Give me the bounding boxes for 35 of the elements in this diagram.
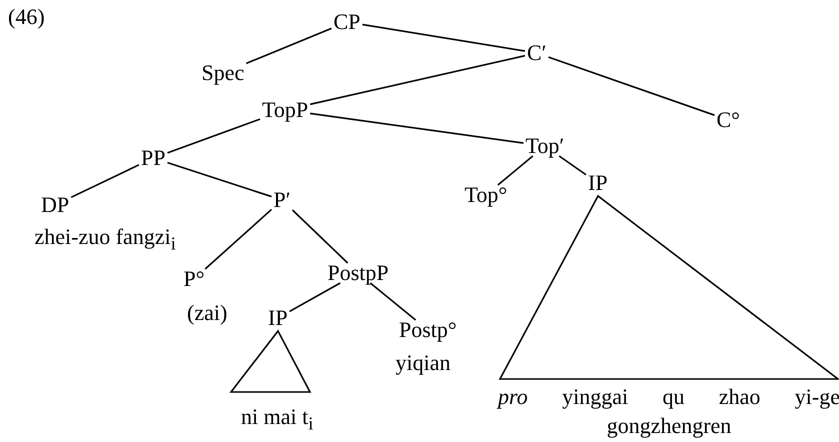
node-label: TopP <box>262 99 308 121</box>
tree-branch <box>70 164 140 198</box>
node-label: Postp° <box>399 319 457 341</box>
node-label: Spec <box>202 62 244 84</box>
tree-branch <box>362 24 526 52</box>
tree-branch <box>292 209 348 264</box>
tree-branch <box>370 282 416 321</box>
node-label: P′ <box>274 189 291 211</box>
node-label: C° <box>716 109 740 131</box>
node-label: Top′ <box>526 135 564 157</box>
tree-branch <box>310 112 524 144</box>
word-text: zhei-zuo fangzi$_{i}$ <box>34 223 176 256</box>
tree-branch <box>497 155 534 186</box>
tree-branch <box>558 155 586 176</box>
word-text: pro yinggai qu zhao yi-ge gongzhengren <box>498 383 839 440</box>
node-label: IP <box>588 172 608 194</box>
example-number: (46) <box>8 6 45 28</box>
node-label: P° <box>184 268 205 290</box>
tree-branch <box>167 118 260 154</box>
word-text: ni mai t$_{i}$ <box>241 403 314 436</box>
tree-branch <box>289 282 341 312</box>
word-text: yiqian <box>396 348 450 376</box>
word-text: (zai) <box>187 298 228 326</box>
tree-branch <box>204 208 272 270</box>
tree-branch <box>310 54 526 106</box>
node-label: PostpP <box>328 262 389 284</box>
node-label: DP <box>41 194 70 216</box>
tree-branch <box>548 56 715 116</box>
node-label: Top° <box>464 184 508 206</box>
node-label: PP <box>141 147 166 169</box>
node-label: CP <box>334 11 360 33</box>
tree-branch <box>246 28 332 64</box>
node-label: IP <box>268 307 288 329</box>
tree-branch <box>167 162 272 198</box>
node-label: C′ <box>527 42 546 64</box>
